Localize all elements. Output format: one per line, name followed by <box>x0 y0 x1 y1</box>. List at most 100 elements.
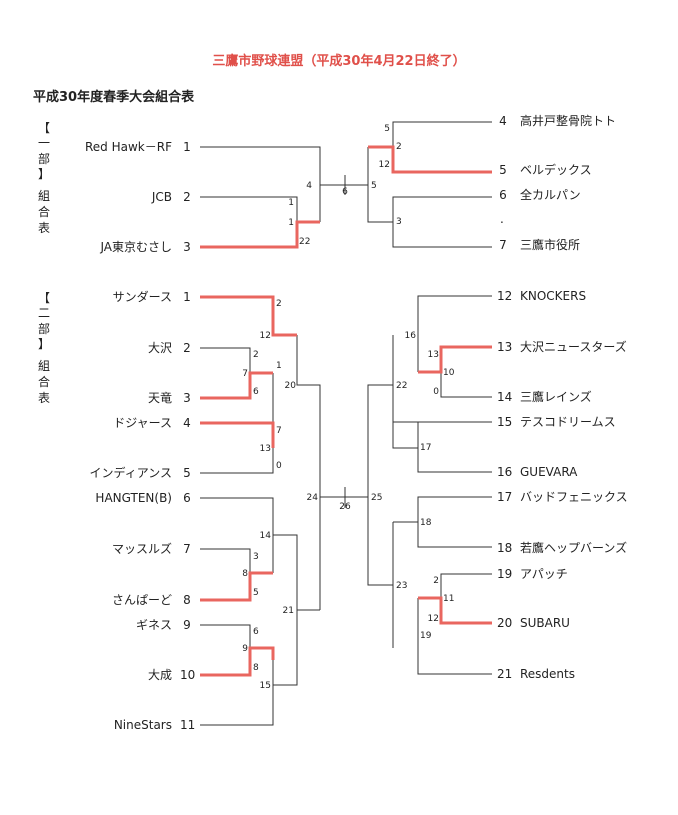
winner-path <box>368 145 492 174</box>
score: 4 <box>306 181 312 191</box>
score: 7 <box>276 426 282 436</box>
team-number: 7 <box>183 542 191 556</box>
team-number: 20 <box>497 616 513 630</box>
bracket-line <box>392 421 492 449</box>
team-number: 21 <box>497 667 513 681</box>
team-number: 15 <box>497 415 513 429</box>
score: 10 <box>443 368 455 378</box>
page-subtitle: 平成30年度春季大会組合表 <box>33 90 195 105</box>
score: 5 <box>371 181 377 191</box>
score: 7 <box>242 369 248 379</box>
score: 1 <box>288 218 294 228</box>
team-number: 8 <box>183 593 191 607</box>
team-number: 18 <box>497 541 513 555</box>
winner-path <box>418 345 492 374</box>
score: 8 <box>242 569 248 579</box>
team-number: 1 <box>183 140 191 154</box>
team-number: 6 <box>499 188 507 202</box>
score: 0 <box>433 387 439 397</box>
score: 13 <box>260 444 271 454</box>
bracket-line <box>200 347 251 373</box>
team-number: 2 <box>183 341 191 355</box>
bracket-line <box>367 147 393 223</box>
team-number: 2 <box>183 190 191 204</box>
team-name: さんぱーど <box>111 593 172 607</box>
team-name: 三鷹レインズ <box>520 390 592 404</box>
bracket-line <box>272 610 298 686</box>
winner-path <box>418 596 492 625</box>
winner-path <box>200 646 275 677</box>
score: 12 <box>428 614 439 624</box>
score: 12 <box>260 331 271 341</box>
team-number: 14 <box>497 390 513 404</box>
score: 0 <box>276 461 282 471</box>
team-name: SUBARU <box>520 616 570 630</box>
bracket-line <box>200 448 274 474</box>
team-name: 高井戸整骨院トト <box>520 114 617 128</box>
team-number: 5 <box>499 163 507 177</box>
team-name: 大沢ニュースターズ <box>520 340 627 354</box>
score: 2 <box>253 350 259 360</box>
team-name: JA東京むさし <box>100 240 172 254</box>
team-name: 大沢 <box>147 341 172 355</box>
team-number: 19 <box>497 567 513 581</box>
score: 22 <box>299 237 310 247</box>
bracket-line <box>392 121 492 147</box>
bracket-line <box>417 422 492 473</box>
team-number: 4 <box>183 416 191 430</box>
team-name: サンダース <box>112 290 172 304</box>
bracket-line <box>392 196 492 248</box>
bracket-line <box>440 372 492 398</box>
team-number: 12 <box>497 289 513 303</box>
team-name: ドジャース <box>113 416 172 430</box>
bracket-line <box>200 548 251 573</box>
score: 3 <box>396 217 402 227</box>
team-number: 16 <box>497 465 513 479</box>
team-number: 5 <box>183 466 191 480</box>
team-number: 10 <box>180 668 196 682</box>
score: 9 <box>242 644 248 654</box>
score: 14 <box>260 531 272 541</box>
team-name: 若鷹ヘップバーンズ <box>520 541 628 555</box>
score: 3 <box>253 552 259 562</box>
team-name: ギネス <box>135 618 172 632</box>
winner-path <box>200 371 273 400</box>
dot-mark: . <box>500 212 504 226</box>
team-name: Resdents <box>520 667 575 681</box>
score: 17 <box>420 443 431 453</box>
score: 2 <box>276 299 282 309</box>
bracket-line <box>200 685 274 726</box>
score: 6 <box>253 627 259 637</box>
bracket-line <box>367 384 393 586</box>
team-name: 大成 <box>147 668 172 682</box>
score: 21 <box>283 606 294 616</box>
team-name: ベルデックス <box>520 163 592 177</box>
bracket-line <box>417 598 492 675</box>
score: 16 <box>405 331 417 341</box>
team-number: 17 <box>497 490 513 504</box>
team-name: アパッチ <box>520 567 568 581</box>
winner-path <box>200 295 297 337</box>
score: 23 <box>396 581 407 591</box>
score: 18 <box>420 518 432 528</box>
team-name: GUEVARA <box>520 465 578 479</box>
team-number: 11 <box>180 718 196 732</box>
team-number: 9 <box>183 618 191 632</box>
team-name: Red Hawk－RF <box>85 140 172 154</box>
bracket-line <box>200 196 298 222</box>
score: 1 <box>288 198 294 208</box>
bracket-line <box>417 295 492 372</box>
score: 20 <box>285 381 297 391</box>
bracket-line <box>296 335 321 610</box>
winner-path <box>200 220 320 249</box>
team-name: HANGTEN(B) <box>95 491 172 505</box>
score: 5 <box>253 588 259 598</box>
score: 12 <box>379 160 390 170</box>
score: 15 <box>260 681 271 691</box>
team-name: 三鷹市役所 <box>520 238 581 252</box>
team-number: 7 <box>499 238 507 252</box>
bracket-line <box>200 624 251 648</box>
score: 6 <box>253 387 259 397</box>
score: 2 <box>433 576 439 586</box>
